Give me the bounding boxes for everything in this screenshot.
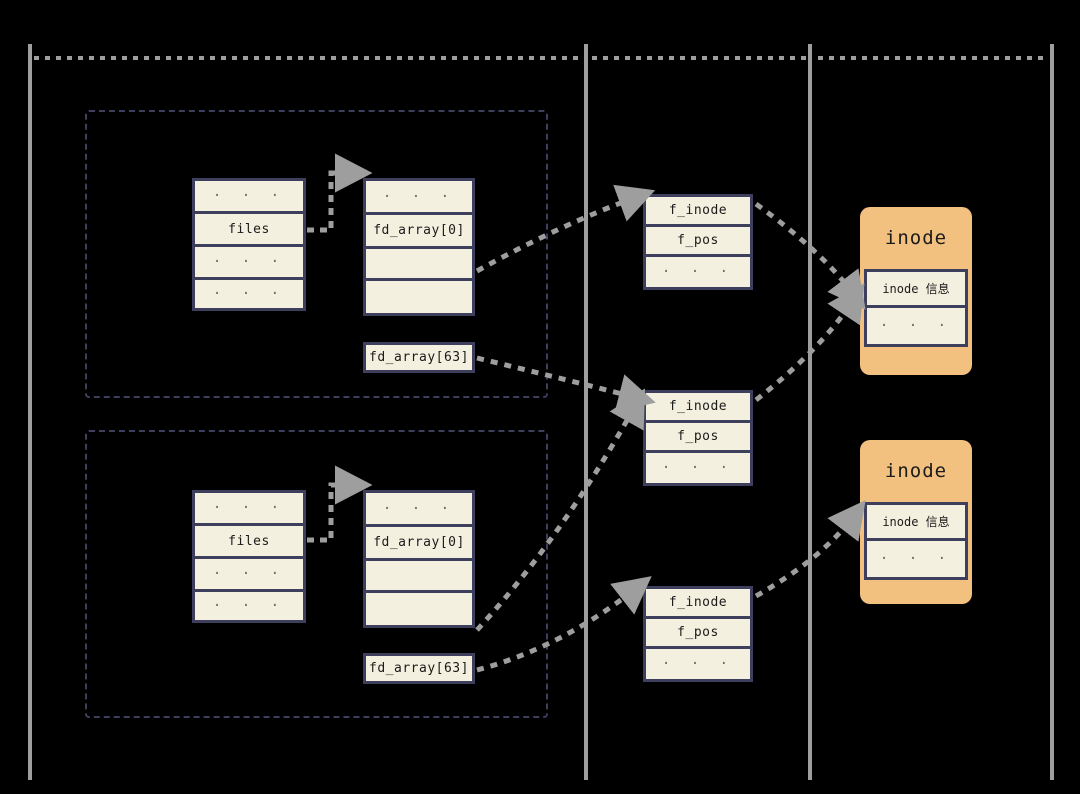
table-row: · · · bbox=[195, 559, 303, 592]
table-row: · · · bbox=[195, 493, 303, 526]
top-dotted-rule-segment-2 bbox=[592, 56, 806, 60]
table-row: f_inode bbox=[646, 589, 750, 619]
table-row: · · · bbox=[646, 649, 750, 679]
inode-card-1: inode inode 信息 · · · bbox=[860, 207, 972, 375]
table-row: · · · bbox=[195, 247, 303, 280]
inode-card-footer bbox=[860, 347, 972, 375]
table-row bbox=[366, 281, 472, 313]
inode-info-table: inode 信息 · · · bbox=[864, 269, 968, 347]
table-row: fd_array[0] bbox=[366, 215, 472, 249]
file-struct-table-3: f_inode f_pos · · · bbox=[643, 586, 753, 682]
file-struct-table-1: f_inode f_pos · · · bbox=[643, 194, 753, 290]
table-row: files bbox=[195, 526, 303, 559]
fd-array-table-2: · · · fd_array[0] bbox=[363, 490, 475, 628]
table-row: f_pos bbox=[646, 227, 750, 257]
inode-card-footer bbox=[860, 580, 972, 604]
inode-card-title: inode bbox=[884, 460, 948, 482]
table-row: · · · bbox=[879, 318, 953, 334]
process-container-2 bbox=[85, 430, 548, 718]
fd-array-last-entry-2: fd_array[63] bbox=[363, 653, 475, 684]
inode-card-2: inode inode 信息 · · · bbox=[860, 440, 972, 604]
table-row: · · · bbox=[646, 257, 750, 287]
inode-card-title: inode bbox=[884, 227, 948, 249]
arrow-file-struct-3-to-inode-2 bbox=[754, 500, 866, 599]
arrow-file-struct-1-to-inode-1 bbox=[754, 201, 866, 310]
table-row: · · · bbox=[879, 551, 953, 567]
table-row: files bbox=[195, 214, 303, 247]
fd-array-table-1: · · · fd_array[0] bbox=[363, 178, 475, 316]
table-row: inode 信息 bbox=[867, 505, 965, 541]
task-struct-table-2: · · · files · · · · · · bbox=[192, 490, 306, 623]
process-container-1 bbox=[85, 110, 548, 398]
table-row: · · · bbox=[646, 453, 750, 483]
table-row: · · · bbox=[366, 493, 472, 527]
table-row: f_inode bbox=[646, 393, 750, 423]
table-row bbox=[366, 561, 472, 593]
inode-info-table: inode 信息 · · · bbox=[864, 502, 968, 580]
arrow-file-struct-2-to-inode-1 bbox=[754, 283, 865, 402]
fd-array-last-entry-1: fd_array[63] bbox=[363, 342, 475, 373]
top-dotted-rule-segment-1 bbox=[34, 56, 582, 60]
column-separator-file-table bbox=[584, 44, 588, 780]
table-row: inode 信息 bbox=[867, 272, 965, 308]
table-row: · · · bbox=[195, 181, 303, 214]
file-struct-table-2: f_inode f_pos · · · bbox=[643, 390, 753, 486]
table-row: fd_array[63] bbox=[366, 345, 472, 370]
column-separator-left bbox=[28, 44, 32, 780]
table-row bbox=[366, 249, 472, 281]
table-row: fd_array[0] bbox=[366, 527, 472, 561]
table-row: f_inode bbox=[646, 197, 750, 227]
column-separator-inode-table bbox=[808, 44, 812, 780]
task-struct-table-1: · · · files · · · · · · bbox=[192, 178, 306, 311]
table-row: f_pos bbox=[646, 619, 750, 649]
table-row: fd_array[63] bbox=[366, 656, 472, 681]
table-row: · · · bbox=[366, 181, 472, 215]
table-row bbox=[366, 593, 472, 625]
table-row: · · · bbox=[195, 280, 303, 308]
column-separator-right bbox=[1050, 44, 1054, 780]
table-row: f_pos bbox=[646, 423, 750, 453]
top-dotted-rule-segment-3 bbox=[818, 56, 1046, 60]
table-row: · · · bbox=[195, 592, 303, 620]
